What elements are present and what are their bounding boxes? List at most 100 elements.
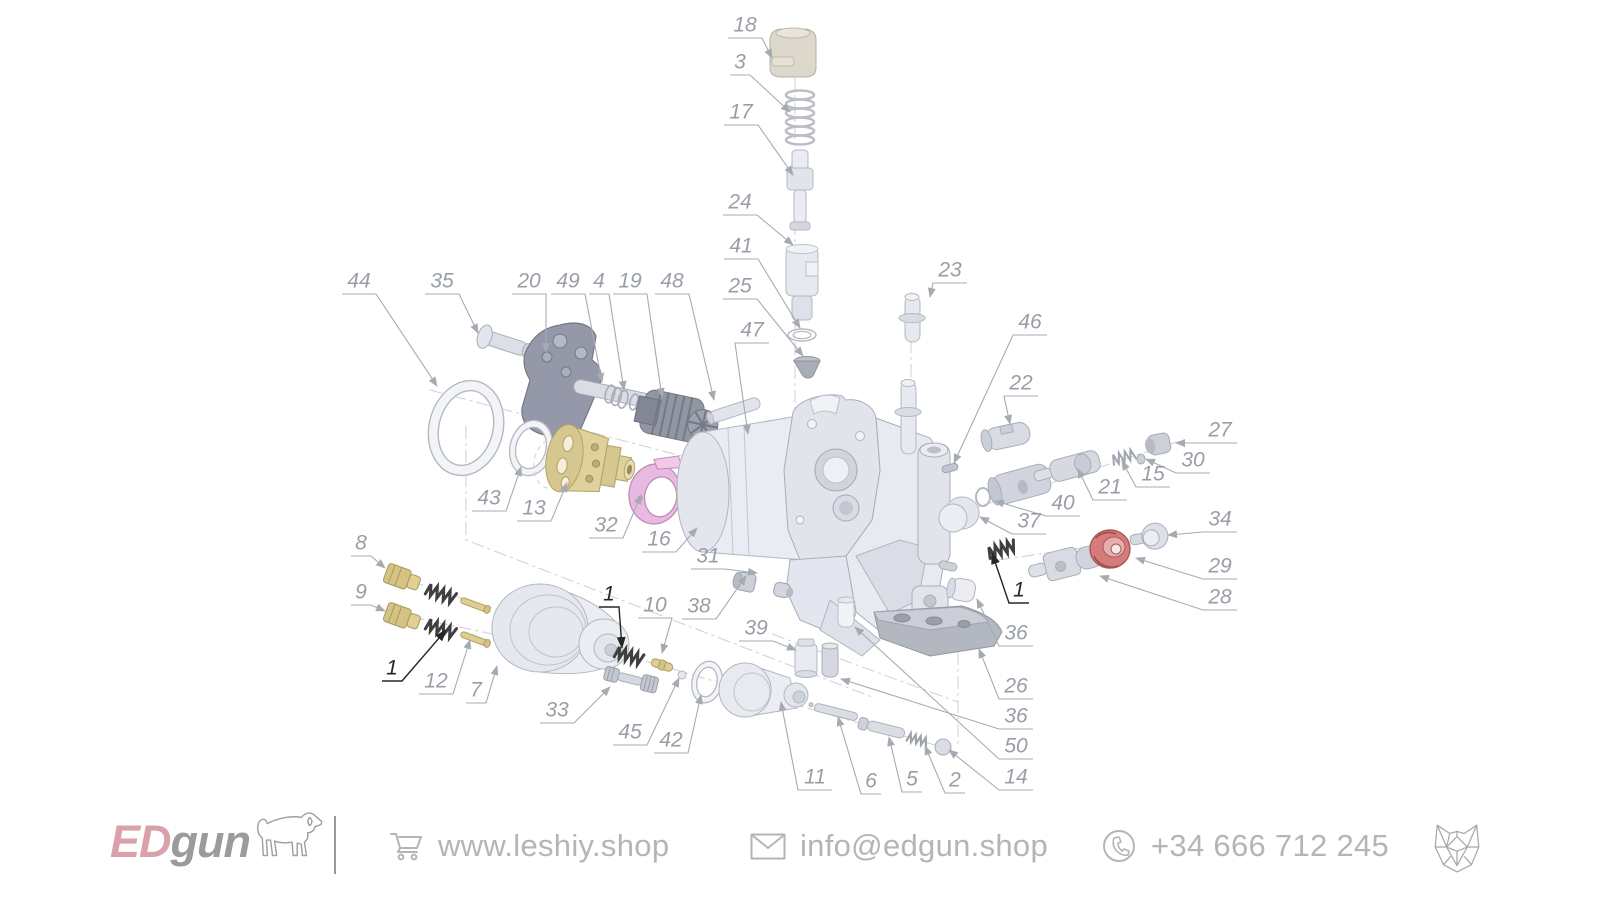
part-label-21: 21	[1097, 476, 1121, 499]
part-45-ball	[677, 670, 687, 680]
part-34-button	[1129, 522, 1169, 550]
part-12-pin-top	[460, 597, 491, 614]
part-41-oring	[787, 328, 817, 342]
part-label-7: 7	[470, 679, 483, 702]
part-label-29: 29	[1207, 555, 1232, 578]
part-label-17: 17	[729, 101, 754, 124]
leader-line-31	[691, 567, 758, 576]
leader-line-37	[979, 516, 1046, 535]
part-label-6: 6	[865, 770, 877, 793]
part-label-18: 18	[733, 14, 757, 37]
part-6-rod	[808, 702, 858, 721]
part-12-pin-bottom	[460, 631, 491, 648]
part-label-1: 1	[386, 657, 398, 680]
part-33-knurled-rod	[603, 666, 659, 694]
part-label-27: 27	[1207, 419, 1233, 442]
email-link[interactable]: info@edgun.shop	[800, 828, 1048, 863]
part-36-cylinder-mid	[821, 642, 839, 678]
part-label-15: 15	[1141, 463, 1165, 486]
leader-line-50	[854, 626, 1033, 760]
part-label-25: 25	[727, 275, 752, 298]
website-link[interactable]: www.leshiy.shop	[438, 828, 670, 863]
leader-line-16	[642, 527, 698, 553]
leader-line-21	[1077, 468, 1127, 501]
footer-website[interactable]: www.leshiy.shop	[388, 828, 669, 864]
part-46-pin	[941, 462, 959, 474]
part-36-cylinder-right	[946, 577, 976, 603]
leader-line-9	[351, 603, 386, 612]
part-label-8: 8	[355, 532, 367, 555]
leader-line-1	[599, 606, 626, 649]
part-40-oring	[975, 487, 991, 507]
part-label-11: 11	[804, 766, 826, 789]
part-label-45: 45	[618, 721, 642, 744]
leader-line-18	[728, 37, 773, 59]
leader-line-36	[840, 677, 1033, 730]
leader-line-10	[638, 617, 673, 654]
leader-line-32	[589, 494, 642, 539]
part-7-bell-housing	[491, 583, 630, 675]
part-27-cap	[1145, 432, 1172, 456]
footer-phone[interactable]: +34 666 712 245	[1101, 828, 1389, 864]
part-label-4: 4	[593, 270, 605, 293]
part-label-30: 30	[1181, 449, 1205, 472]
part-label-24: 24	[727, 191, 751, 214]
part-39-cylinder	[794, 638, 818, 678]
leader-line-12	[419, 639, 472, 695]
leader-line-36	[976, 598, 1033, 647]
part-small-pin	[938, 560, 958, 572]
part-label-5: 5	[906, 768, 918, 791]
leader-line-49	[551, 293, 605, 383]
part-label-19: 19	[618, 270, 642, 293]
part-3-spring	[784, 89, 816, 146]
part-label-47: 47	[740, 319, 765, 342]
parts-layer	[382, 27, 1181, 756]
part-label-22: 22	[1008, 372, 1033, 395]
leader-line-45	[613, 677, 680, 746]
leader-line-38	[682, 575, 747, 620]
part-label-32: 32	[594, 514, 618, 537]
leader-line-8	[351, 555, 386, 569]
leader-line-25	[723, 298, 804, 357]
part-9-brass-fitting	[382, 602, 421, 630]
phone-link[interactable]: +34 666 712 245	[1151, 828, 1390, 863]
phone-icon	[1103, 830, 1135, 862]
leader-line-17	[724, 124, 794, 176]
leader-line-3	[730, 74, 791, 113]
leader-line-40	[994, 499, 1080, 517]
part-label-26: 26	[1003, 675, 1028, 698]
part-label-44: 44	[347, 270, 370, 293]
part-label-40: 40	[1051, 492, 1075, 515]
part-22-fitting	[980, 422, 1031, 452]
logo-gun: gun	[170, 816, 251, 867]
leader-line-7	[466, 665, 499, 704]
leader-line-34	[1167, 530, 1237, 539]
part-label-48: 48	[660, 270, 684, 293]
edgun-logo[interactable]: EDgun	[110, 808, 326, 868]
part-label-36: 36	[1004, 705, 1028, 728]
leader-line-39	[739, 640, 797, 651]
part-label-1: 1	[1013, 579, 1025, 602]
part-label-16: 16	[647, 528, 671, 551]
leader-line-14	[948, 749, 1033, 791]
part-label-37: 37	[1017, 510, 1042, 533]
part-13-brass-cylinder	[545, 424, 636, 493]
part-18-cap	[769, 27, 817, 78]
part-2-spring	[905, 729, 928, 749]
leader-line-44	[342, 293, 438, 387]
part-23-pins	[894, 293, 926, 455]
footer-email[interactable]: info@edgun.shop	[750, 828, 1048, 864]
part-label-28: 28	[1207, 586, 1232, 609]
part-5-rod	[857, 717, 906, 739]
leader-line-35	[425, 293, 479, 334]
part-16-cylinder	[676, 415, 805, 561]
leader-line-11	[778, 701, 832, 791]
leader-line-20	[512, 293, 550, 353]
part-label-41: 41	[729, 235, 752, 258]
leader-line-1	[991, 552, 1029, 604]
part-label-35: 35	[430, 270, 454, 293]
part-35-bolt	[476, 324, 532, 358]
part-label-10: 10	[643, 594, 667, 617]
